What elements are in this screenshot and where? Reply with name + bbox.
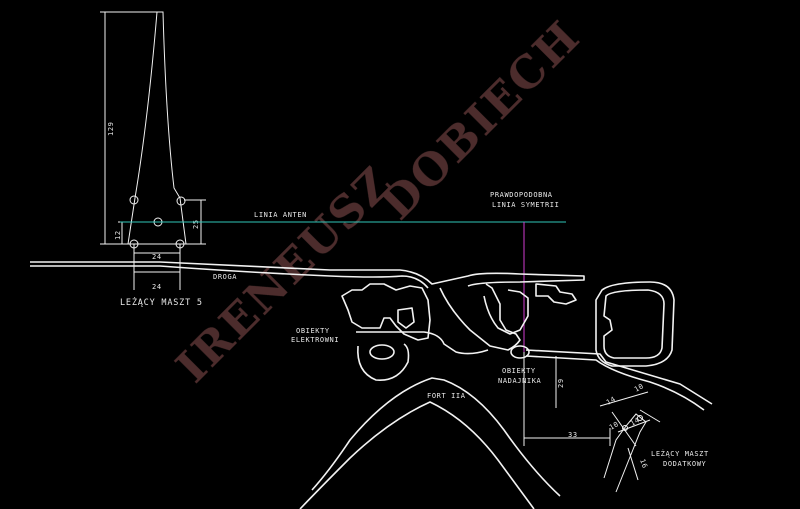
power-plant-complex — [341, 283, 431, 341]
transmitter-complex — [439, 283, 521, 351]
dim-33: 33 — [568, 431, 578, 439]
label-obiekty-elektrowni-2: ELEKTROWNI — [291, 336, 339, 344]
dim-129: 129 — [107, 122, 115, 136]
label-obiekty-elektrowni-1: OBIEKTY — [296, 327, 330, 335]
dim-25: 25 — [192, 219, 200, 229]
dim-12: 12 — [114, 230, 122, 240]
mast-hole — [176, 196, 186, 206]
transmitter-buildings — [535, 283, 577, 305]
extra-mast-dim-top — [599, 391, 649, 407]
label-linia-anten: LINIA ANTEN — [254, 211, 307, 219]
road-edge — [30, 265, 429, 289]
dim-29: 29 — [557, 378, 565, 388]
road-and-objects — [30, 261, 713, 509]
label-lezacy-maszt-dodatkowy-2: DODATKOWY — [663, 460, 707, 468]
extra-mast-dim-long — [627, 447, 639, 481]
transmitter-road — [525, 349, 713, 405]
right-object-outer — [595, 281, 675, 367]
label-obiekty-nadajnika-1: OBIEKTY — [502, 367, 536, 375]
watermark-dobiech: DOBIECH — [372, 11, 591, 230]
right-object-inner — [603, 289, 665, 359]
label-symmetry-1: PRAWDOPODOBNA — [490, 191, 553, 199]
mast-outline — [127, 11, 187, 245]
extra-mast-dim-diag — [611, 411, 637, 447]
label-droga: DROGA — [213, 273, 237, 281]
dim-extra-10b: 10 — [633, 382, 645, 394]
power-plant-inner — [397, 307, 415, 329]
transmitter-dimensions — [523, 352, 611, 446]
road — [30, 261, 585, 287]
dim-extra-10d: 10 — [608, 420, 620, 432]
extra-lying-mast — [599, 391, 661, 493]
dim-extra-14c: 14 — [629, 416, 641, 428]
power-plant-lower — [357, 343, 410, 381]
watermark-ireneusz: IRENEUSZ — [167, 157, 403, 393]
dim-24-upper: 24 — [152, 253, 162, 261]
label-obiekty-nadajnika-2: NADAJNIKA — [498, 377, 542, 385]
extra-mast-hole — [637, 415, 643, 421]
fort-inner — [299, 401, 535, 509]
dim-extra-14a: 14 — [605, 395, 617, 407]
transmitter-road-edge — [525, 355, 705, 411]
label-lezacy-maszt-5: LEŻĄCY MASZT 5 — [120, 297, 203, 308]
transmitter-pond — [510, 345, 530, 359]
extra-mast-outline — [603, 413, 647, 493]
lying-mast-5 — [100, 11, 206, 290]
label-lezacy-maszt-dodatkowy-1: LEŻĄCY MASZT — [651, 449, 709, 458]
label-symmetry-2: LINIA SYMETRII — [492, 201, 559, 209]
power-plant-pond — [369, 344, 395, 360]
extra-mast-dim-right — [639, 409, 661, 423]
label-fort-iia: FORT IIA — [427, 392, 466, 400]
fort-outline — [311, 377, 561, 497]
power-plant-outline — [356, 331, 489, 355]
mast-hole — [129, 195, 139, 205]
extra-mast-hole — [622, 425, 628, 431]
dim-24-lower: 24 — [152, 283, 162, 291]
dim-extra-16e: 16 — [638, 458, 649, 470]
transmitter-inner — [483, 289, 529, 335]
